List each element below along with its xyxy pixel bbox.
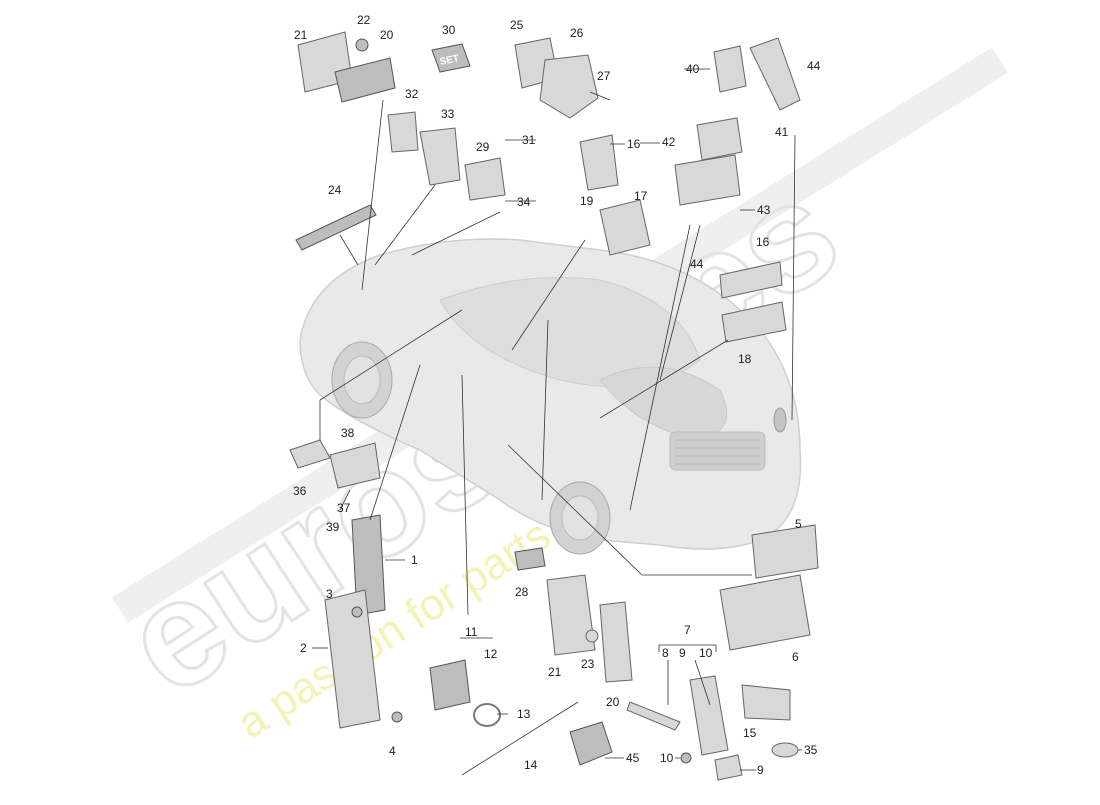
part-27-screw: [589, 91, 611, 101]
part-10-screw: [680, 752, 692, 764]
part-21b-bracket: [546, 574, 596, 656]
callout-43: 43: [757, 203, 771, 217]
callout-10: 10: [699, 646, 713, 660]
callout-ticks: [312, 68, 802, 771]
callout-3: 3: [326, 587, 333, 601]
callout-34: 34: [517, 195, 531, 209]
car-roof: [439, 277, 701, 388]
callout-45: 45: [626, 751, 640, 765]
part-23-nut: [585, 629, 599, 643]
part-17-bracket: [599, 199, 651, 256]
callout-7: 7: [684, 623, 691, 637]
callout-23: 23: [581, 657, 595, 671]
tail-light: [773, 407, 787, 433]
callout-16b: 16: [756, 235, 770, 249]
callout-17: 17: [634, 189, 648, 203]
callout-13: 13: [517, 707, 531, 721]
part-16-control-unit: [579, 134, 619, 191]
part-42-module: [696, 117, 743, 161]
callout-22: 22: [357, 13, 371, 27]
callout-10b: 10: [660, 751, 674, 765]
part-13-ring: [473, 703, 501, 727]
callout-19: 19: [580, 194, 594, 208]
part-29-sensor: [464, 157, 506, 201]
part-33-holder: [419, 127, 461, 186]
callout-38: 38: [341, 426, 355, 440]
part-18-bracket: [721, 301, 787, 343]
callout-39: 39: [326, 520, 340, 534]
set-label: SET: [439, 53, 460, 68]
callout-44b: 44: [690, 257, 704, 271]
part-40-module: [713, 45, 747, 93]
callout-9b: 9: [757, 763, 764, 777]
car-outline: [299, 238, 802, 550]
rear-window: [599, 366, 728, 441]
part-15-key-cover: [741, 684, 791, 721]
callout-42: 42: [662, 135, 676, 149]
callout-14: 14: [524, 758, 538, 772]
part-32-trim: [387, 111, 419, 153]
callout-9: 9: [679, 646, 686, 660]
callout-18: 18: [738, 352, 752, 366]
part-4-nut: [391, 711, 403, 723]
callout-20: 20: [380, 28, 394, 42]
part-8-key-blade: [626, 701, 681, 731]
callout-27: 27: [597, 69, 611, 83]
callout-21b: 21: [548, 665, 562, 679]
part-26-steering-lock: [539, 54, 599, 119]
part-2-bracket: [324, 589, 381, 729]
part-5-module: [751, 524, 819, 579]
part-30-set: SET: [431, 43, 471, 73]
callout-30: 30: [442, 23, 456, 37]
callout-5: 5: [795, 517, 802, 531]
part-11-ignition-lock: [429, 659, 471, 711]
part-9b-insert: [714, 754, 743, 781]
callout-2: 2: [300, 641, 307, 655]
callout-25: 25: [510, 18, 524, 32]
callout-15: 15: [743, 726, 757, 740]
callout-16: 16: [627, 137, 641, 151]
callout-44: 44: [807, 59, 821, 73]
callout-11: 11: [465, 625, 478, 639]
callout-37: 37: [337, 501, 351, 515]
callout-32: 32: [405, 87, 419, 101]
callout-28: 28: [515, 585, 529, 599]
callout-33: 33: [441, 107, 455, 121]
part-3-nut: [351, 606, 363, 618]
callouts: 21 22 20 30 25 26 27 40 44 41 32 33 31 2…: [293, 13, 821, 777]
callout-20b: 20: [606, 695, 620, 709]
callout-26: 26: [570, 26, 584, 40]
callout-4: 4: [389, 744, 396, 758]
callout-6: 6: [792, 650, 799, 664]
callout-1: 1: [411, 553, 418, 567]
callout-41: 41: [775, 125, 789, 139]
part-35-battery: [771, 742, 799, 758]
part-24-antenna: [295, 204, 377, 251]
part-20-21-bracket: [297, 31, 396, 103]
engine-grille: [669, 431, 766, 471]
part-38-bracket: [329, 442, 381, 489]
car-body: [299, 238, 802, 555]
part-20b-unit: [599, 601, 633, 683]
part-43-unit: [674, 154, 741, 206]
part-45-key-fob: [569, 721, 613, 766]
part-22-nut: [355, 38, 369, 52]
part-41-bracket: [749, 37, 801, 111]
callout-36: 36: [293, 484, 307, 498]
leader-lines: [319, 99, 796, 776]
part-6-bracket: [719, 574, 811, 651]
part-28-sensor: [514, 547, 546, 571]
callout-24: 24: [328, 183, 342, 197]
part-16b-control-unit: [719, 261, 783, 299]
part-36-module: [289, 439, 331, 469]
part-9-key-fob: [689, 675, 729, 756]
callout-12: 12: [484, 647, 498, 661]
callout-8: 8: [662, 646, 669, 660]
callout-35: 35: [804, 743, 818, 757]
callout-21: 21: [294, 28, 308, 42]
callout-29: 29: [476, 140, 490, 154]
